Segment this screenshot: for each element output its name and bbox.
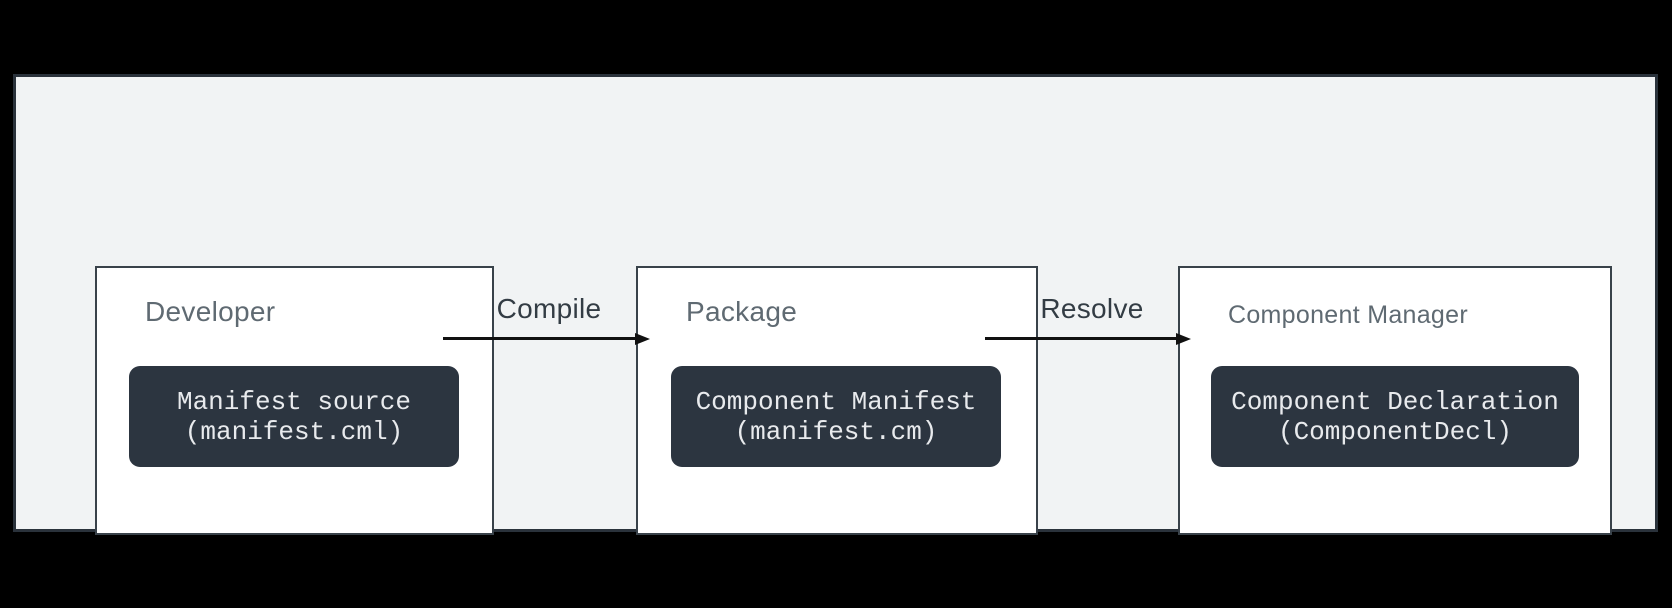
arrow-label-resolve: Resolve bbox=[1040, 293, 1144, 324]
node-label-line1: Component Declaration bbox=[1231, 386, 1559, 417]
node-label-line2: (manifest.cm) bbox=[734, 416, 938, 447]
diagram-panel: Developer Manifest source (manifest.cml)… bbox=[13, 74, 1658, 535]
group-title-package: Package bbox=[686, 296, 798, 327]
arrow-resolve-head-icon bbox=[1176, 333, 1191, 345]
group-developer: Developer Manifest source (manifest.cml) bbox=[95, 266, 494, 535]
group-component-manager: Component Manager Component Declaration … bbox=[1178, 266, 1612, 535]
node-label-line1: Manifest source bbox=[176, 386, 412, 417]
arrow-resolve-line bbox=[985, 337, 1176, 340]
node-label-line2: (ComponentDecl) bbox=[1277, 416, 1513, 447]
group-title-component-manager: Component Manager bbox=[1228, 301, 1468, 329]
node-label-line1: Component Manifest bbox=[695, 386, 977, 417]
arrow-compile-head-icon bbox=[635, 333, 650, 345]
node-label-line2: (manifest.cml) bbox=[184, 416, 404, 447]
group-title-developer: Developer bbox=[145, 296, 276, 327]
node-manifest-source: Manifest source (manifest.cml) bbox=[129, 366, 459, 467]
arrow-label-compile: Compile bbox=[496, 293, 602, 324]
arrow-compile-line bbox=[443, 337, 635, 340]
group-package: Package Component Manifest (manifest.cm) bbox=[636, 266, 1038, 535]
node-component-manifest: Component Manifest (manifest.cm) bbox=[671, 366, 1001, 467]
node-component-declaration: Component Declaration (ComponentDecl) bbox=[1211, 366, 1579, 467]
